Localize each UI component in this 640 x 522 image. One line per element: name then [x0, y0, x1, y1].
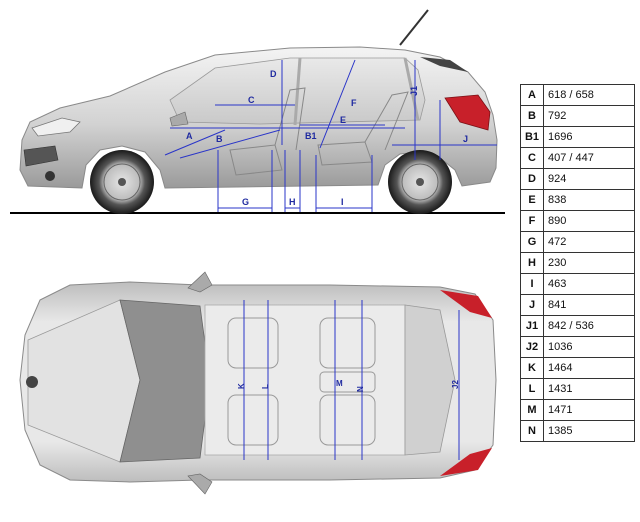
badge: [26, 376, 38, 388]
label-M: M: [336, 379, 343, 388]
top-view: K L M N J2: [19, 271, 497, 495]
side-view: A B B1 C D E F G H I J J1: [10, 9, 505, 214]
top-seats: [227, 317, 376, 446]
front-grille: [23, 145, 59, 167]
label-B: B: [216, 134, 223, 144]
taillight-top-left: [440, 290, 492, 318]
dimension-key: C: [520, 147, 544, 169]
label-B1: B1: [305, 131, 317, 141]
label-G: G: [242, 197, 249, 207]
label-L: L: [261, 384, 270, 389]
dimension-key: J2: [520, 336, 544, 358]
dimension-value: 463: [543, 273, 635, 295]
label-N: N: [356, 386, 365, 392]
dimension-key: F: [520, 210, 544, 232]
dimension-key: M: [520, 399, 544, 421]
b-pillar: [293, 57, 302, 126]
side-dimension-lines: [164, 59, 497, 212]
dimension-value: 1696: [543, 126, 635, 148]
dimension-value: 230: [543, 252, 635, 274]
dimension-key: J1: [520, 315, 544, 337]
roof: [204, 304, 406, 456]
label-I: I: [341, 197, 344, 207]
rear-spoiler: [420, 57, 468, 72]
c-pillar: [403, 57, 420, 121]
front-wheel: [90, 150, 154, 214]
label-J2: J2: [451, 380, 460, 389]
dimension-key: B: [520, 105, 544, 127]
dimension-key: N: [520, 420, 544, 442]
dimension-value: 407 / 447: [543, 147, 635, 169]
antenna: [399, 9, 429, 46]
label-H: H: [289, 197, 296, 207]
windshield: [119, 299, 211, 463]
dimension-value: 1431: [543, 378, 635, 400]
dimension-value: 838: [543, 189, 635, 211]
dimension-key: D: [520, 168, 544, 190]
dimension-value: 1471: [543, 399, 635, 421]
label-F: F: [351, 98, 357, 108]
label-K: K: [237, 383, 246, 389]
dimension-key: L: [520, 378, 544, 400]
dimension-value: 792: [543, 105, 635, 127]
dimension-value: 842 / 536: [543, 315, 635, 337]
dimension-value: 1385: [543, 420, 635, 442]
dimension-value: 924: [543, 168, 635, 190]
top-mirror-left: [187, 271, 213, 293]
label-J1: J1: [409, 86, 419, 96]
label-D: D: [270, 69, 277, 79]
taillight: [444, 94, 491, 131]
label-C: C: [248, 95, 255, 105]
top-mirror-right: [187, 473, 213, 495]
dimension-value: 1464: [543, 357, 635, 379]
headlight: [31, 117, 81, 137]
top-dimension-lines: [243, 300, 460, 460]
dimension-key: E: [520, 189, 544, 211]
label-E: E: [340, 115, 346, 125]
rear-wheel: [388, 150, 452, 214]
label-A: A: [186, 131, 193, 141]
dimension-key: H: [520, 252, 544, 274]
label-J: J: [463, 134, 468, 144]
fog-light: [45, 171, 55, 181]
dimension-key: J: [520, 294, 544, 316]
dimension-value: 618 / 658: [543, 84, 635, 106]
rear-window: [404, 304, 456, 456]
dimension-key: A: [520, 84, 544, 106]
dimension-key: G: [520, 231, 544, 253]
dimension-key: B1: [520, 126, 544, 148]
dimension-key: K: [520, 357, 544, 379]
dimension-value: 890: [543, 210, 635, 232]
dimension-value: 1036: [543, 336, 635, 358]
dimension-key: I: [520, 273, 544, 295]
taillight-top-right: [440, 448, 492, 476]
dimension-value: 841: [543, 294, 635, 316]
dimension-value: 472: [543, 231, 635, 253]
side-mirror: [169, 111, 189, 127]
